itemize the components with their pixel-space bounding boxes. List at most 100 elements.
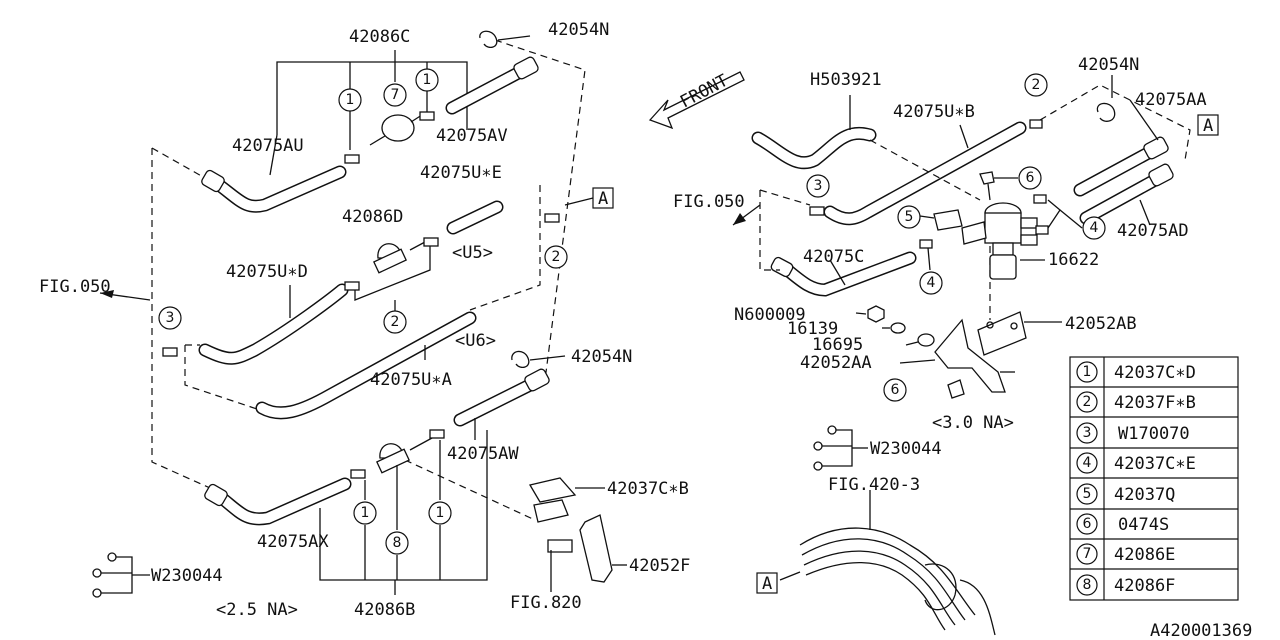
svg-text:7: 7 (391, 87, 400, 103)
label-42075AD: 42075AD (1117, 221, 1189, 241)
leader-lines-left-mid (289, 240, 476, 440)
callout-1: 1 (428, 501, 452, 525)
dashed-outlines-left (151, 39, 586, 521)
callout-8: 8 (385, 531, 409, 555)
svg-text:5: 5 (905, 209, 914, 225)
label-42086B: 42086B (354, 600, 415, 620)
callout-2: 2 (544, 245, 568, 269)
callouts: 1 7 1 2 2 3 1 8 1 2 6 3 5 4 4 6 (158, 68, 1106, 555)
label-w230044-left: W230044 (151, 566, 223, 586)
label-16139: 16139 (787, 319, 838, 339)
legend-rows: 1 42037C∗D 2 42037F∗B 3 W170070 4 42037C∗E 5… (1076, 361, 1196, 596)
label-42086C: 42086C (349, 27, 410, 47)
label-code: A420001369 (1150, 621, 1252, 640)
svg-text:1: 1 (346, 92, 355, 108)
legend-part: 42037F∗B (1114, 393, 1196, 413)
fig050-right-arrow (732, 204, 761, 226)
callout-4: 4 (919, 271, 943, 295)
label-fig050-left: FIG.050 (39, 277, 111, 297)
hose-42075AW (453, 368, 550, 427)
svg-text:A: A (598, 189, 608, 209)
svg-text:1: 1 (361, 505, 370, 521)
legend-part: 42086F (1114, 576, 1175, 596)
filter-42086C (369, 112, 426, 146)
svg-text:6: 6 (891, 382, 900, 398)
legend-part: 42037C∗E (1114, 454, 1196, 474)
hose-42075UB (823, 121, 1027, 226)
label-42075AW: 42075AW (447, 444, 519, 464)
label-42075C: 42075C (803, 247, 864, 267)
callout-1: 1 (338, 88, 362, 112)
marker-a-left: A (564, 187, 614, 209)
bracket-42052F (528, 477, 627, 592)
callout-4: 4 (1082, 216, 1106, 240)
legend-num: 7 (1083, 546, 1092, 562)
label-42075UE: 42075U∗E (420, 163, 502, 183)
hose-42075AA (1073, 99, 1169, 197)
clamp-42054N-top (479, 30, 531, 49)
fig050-left-arrow (99, 290, 151, 301)
legend-part: 42086E (1114, 545, 1175, 565)
label-u5: <U5> (452, 243, 493, 263)
legend-row: 1 42037C∗D (1076, 361, 1196, 383)
callout-1: 1 (415, 68, 439, 92)
svg-text:4: 4 (1090, 220, 1099, 236)
label-42075UD: 42075U∗D (226, 262, 308, 282)
svg-text:4: 4 (927, 275, 936, 291)
label-fig820: FIG.820 (510, 593, 582, 613)
label-16622: 16622 (1048, 250, 1099, 270)
label-42054N-mid: 42054N (571, 347, 632, 367)
hose-h503921 (751, 95, 877, 170)
label-42075AU: 42075AU (232, 136, 304, 156)
label-42075UA: 42075U∗A (370, 370, 452, 390)
label-42075AV: 42075AV (436, 126, 508, 146)
svg-text:A: A (1203, 116, 1213, 136)
callout-3: 3 (806, 174, 830, 198)
legend-row: 3 W170070 (1076, 422, 1190, 444)
callout-6: 6 (883, 378, 907, 402)
wire-clip-w230044-right (813, 425, 868, 471)
harness-fig420-3 (779, 490, 996, 636)
label-42052AA: 42052AA (800, 353, 872, 373)
label-42054N-right: 42054N (1078, 55, 1139, 75)
legend-num: 1 (1083, 364, 1092, 380)
callout-2: 2 (1024, 73, 1048, 97)
legend-part: 42037C∗D (1114, 363, 1196, 383)
small-clamps-left (162, 111, 560, 479)
hose-42075AV (445, 56, 539, 115)
svg-text:1: 1 (436, 505, 445, 521)
clamp-42054N-mid (511, 350, 566, 369)
callout-5: 5 (897, 205, 921, 229)
svg-text:6: 6 (1026, 170, 1035, 186)
legend-num: 3 (1083, 425, 1092, 441)
callout-3: 3 (158, 306, 182, 330)
leader-lines-left-bottom (319, 430, 488, 595)
legend-part: W170070 (1118, 424, 1190, 444)
label-42052AB: 42052AB (1065, 314, 1137, 334)
label-n600009: N600009 (734, 305, 806, 325)
hose-42075UD (198, 283, 349, 365)
svg-text:2: 2 (552, 249, 561, 265)
legend-num: 6 (1083, 516, 1092, 532)
legend-num: 5 (1083, 486, 1092, 502)
label-42086D: 42086D (342, 207, 403, 227)
label-h503921: H503921 (810, 70, 882, 90)
leader-lines-left-top (269, 50, 468, 176)
bolt-0474S (979, 171, 1018, 201)
label-fig420-3: FIG.420-3 (828, 475, 920, 495)
legend-num: 8 (1083, 577, 1092, 593)
callout-1: 1 (353, 501, 377, 525)
svg-text:8: 8 (393, 535, 402, 551)
legend-num: 4 (1083, 455, 1092, 471)
marker-a-bottom: A (756, 572, 778, 594)
legend-num: 2 (1083, 394, 1092, 410)
valve-42086B (376, 437, 433, 474)
label-2-5-na: <2.5 NA> (216, 600, 298, 620)
label-front: FRONT (677, 71, 732, 113)
valve-42086D (373, 241, 426, 274)
callout-6: 6 (1018, 166, 1042, 190)
label-fig050-right: FIG.050 (673, 192, 745, 212)
